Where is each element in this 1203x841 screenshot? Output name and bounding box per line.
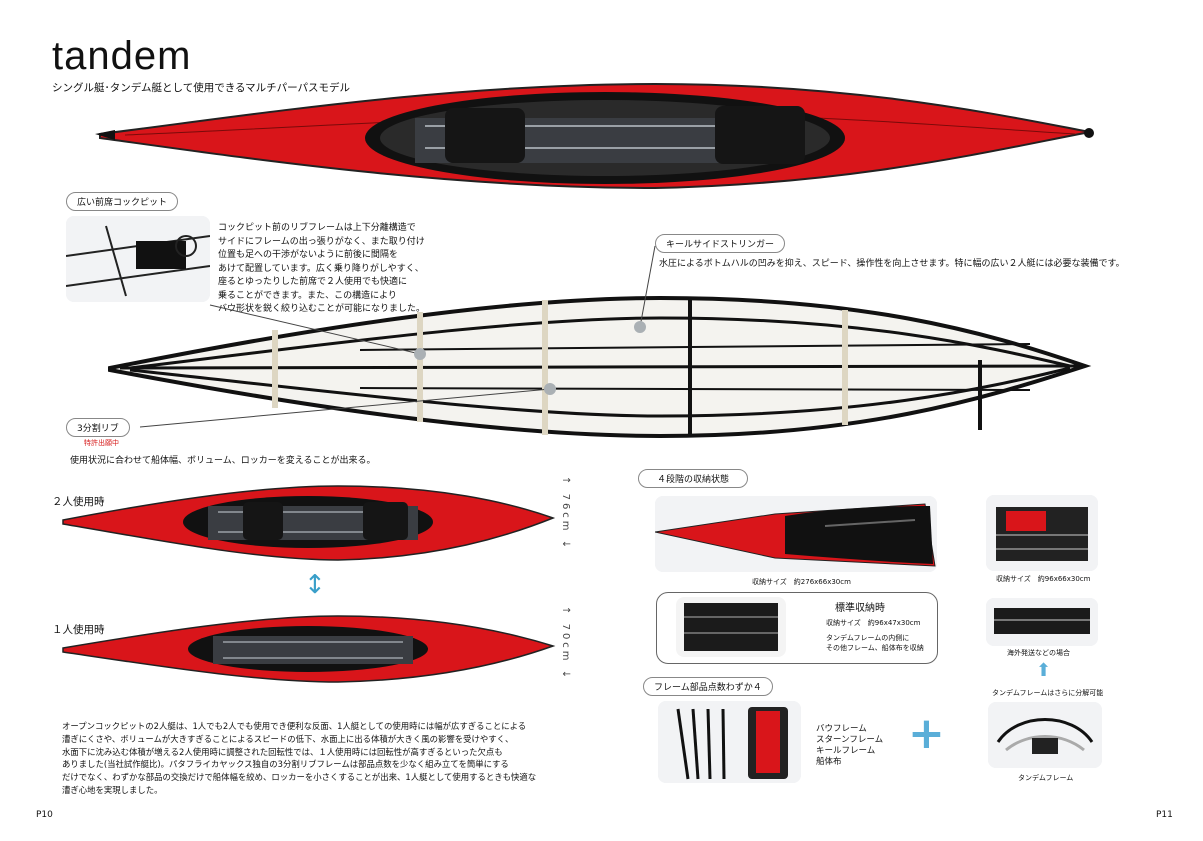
two-person-width: ↑ 76cm ↓ <box>560 476 571 568</box>
storage-label: ４段階の収納状態 <box>638 469 749 488</box>
frame-part-item: キールフレーム <box>816 746 876 756</box>
bottom-text-line: ありました(当社試作艇比)。パタフライカヤックス独自の3分割リブフレームは部品点… <box>62 759 509 770</box>
kayak-two-person-image <box>62 485 556 561</box>
arrow-down-icon: ↓ <box>560 539 571 552</box>
bottom-description: オープンコックピットの2人艇は、1人でも2人でも使用でき便利な反面、1人艇として… <box>62 720 562 797</box>
rib-label: 3分割リブ <box>66 418 130 437</box>
arrow-up-icon: ↑ <box>560 606 571 618</box>
patent-badge: 特許出願中 <box>84 439 119 447</box>
cockpit-photo <box>66 216 210 302</box>
page-title: tandem <box>52 34 192 78</box>
bottom-text-line: 漕ぎにくさや、ボリュームが大きすぎることによるスピードの低下、水面上に出る体積が… <box>62 733 514 744</box>
two-person-width-value: 76cm <box>560 493 571 534</box>
arrow-up-icon: ↑ <box>560 476 571 488</box>
cockpit-text-line: バウ形状を鋭く絞り込むことが可能になりました。 <box>218 304 426 314</box>
cockpit-description: コックピット前のリブフレームは上下分離構造で サイドにフレームの出っ張りがなく、… <box>218 222 478 317</box>
page-subtitle: シングル艇･タンデム艇として使用できるマルチパーパスモデル <box>52 82 350 94</box>
overseas-storage-photo <box>986 598 1098 646</box>
cockpit-label: 広い前席コックピット <box>66 192 179 211</box>
tandem-frame-caption: タンデムフレーム <box>1018 774 1074 782</box>
arrow-up-icon: ⬆ <box>1036 660 1052 681</box>
one-person-width-value: 70cm <box>560 623 571 664</box>
storage-size-2: 収納サイズ 約96x66x30cm <box>996 575 1091 583</box>
bottom-text-line: オープンコックピットの2人艇は、1人でも2人でも使用でき便利な反面、1人艇として… <box>62 721 527 731</box>
one-person-width: ↑ 70cm ↓ <box>560 606 571 698</box>
two-person-label: ２人使用時 <box>52 496 105 508</box>
bottom-text-line: だけでなく、わずかな部品の交換だけで船体幅を絞め、ロッカーを小さくすることが出来… <box>62 772 537 783</box>
one-person-label: １人使用時 <box>52 624 105 636</box>
split-caption: タンデムフレームはさらに分解可能 <box>992 689 1104 697</box>
storage-photo-2 <box>986 495 1098 571</box>
cockpit-text-line: 位置も足への干渉がないように前後に間隔を <box>218 250 398 260</box>
double-arrow-icon: ↕ <box>304 570 326 600</box>
cockpit-text-line: あけて配置しています。広く乗り降りがしやすく、 <box>218 263 424 274</box>
keel-description: 水圧によるボトムハルの凹みを抑え、スピード、操作性を向上させます。特に幅の広い２… <box>659 259 1125 269</box>
standard-storage-note-1: タンデムフレームの内側に <box>826 634 910 642</box>
cockpit-text-line: 乗ることができます。また、この構造により <box>218 290 397 301</box>
frame-part-item: 船体布 <box>816 757 842 767</box>
kayak-one-person-image <box>62 615 556 683</box>
keel-label: キールサイドストリンガー <box>655 234 786 253</box>
frame-parts-list: バウフレーム スターンフレーム キールフレーム 船体布 <box>816 724 883 768</box>
frame-part-item: スターンフレーム <box>816 735 884 745</box>
cockpit-text-line: コックピット前のリブフレームは上下分離構造で <box>218 223 416 233</box>
bottom-text-line: 漕ぎ心地を実現しました。 <box>62 784 163 795</box>
rib-description: 使用状況に合わせて船体幅、ボリューム、ロッカーを変えることが出来る。 <box>70 456 376 466</box>
plus-icon: + <box>908 708 945 759</box>
frame-part-item: バウフレーム <box>816 724 867 734</box>
standard-storage-note-2: その他フレーム、船体布を収納 <box>826 644 924 652</box>
bottom-text-line: 水面下に沈み込む体積が増える2人使用時に調整された回転性では、１人使用時には回転… <box>62 746 503 757</box>
cockpit-text-line: 座るとゆったりした前席で２人使用でも快適に <box>218 277 408 287</box>
storage-size-1: 収納サイズ 約276x66x30cm <box>752 578 851 586</box>
storage-photo-1 <box>655 496 937 572</box>
frame-parts-label: フレーム部品点数わずか４ <box>643 677 773 696</box>
standard-storage-size: 収納サイズ 約96x47x30cm <box>826 619 921 627</box>
cockpit-text-line: サイドにフレームの出っ張りがなく、また取り付け <box>218 236 425 247</box>
rib-callout-dot <box>544 383 556 395</box>
standard-storage-photo <box>676 597 786 657</box>
page-number-left: P10 <box>36 810 53 820</box>
kayak-top-image <box>95 82 1094 190</box>
tandem-frame-photo <box>988 702 1102 768</box>
overseas-caption: 海外発送などの場合 <box>1007 649 1070 657</box>
standard-storage-title: 標準収納時 <box>835 603 885 614</box>
frame-parts-photo <box>658 701 801 783</box>
arrow-down-icon: ↓ <box>560 669 571 682</box>
keel-callout-dot <box>634 321 646 333</box>
frame-skeleton-image <box>108 295 1092 439</box>
standard-storage-box <box>656 592 938 664</box>
cockpit-callout-dot <box>414 348 426 360</box>
page-number-right: P11 <box>1156 810 1173 820</box>
